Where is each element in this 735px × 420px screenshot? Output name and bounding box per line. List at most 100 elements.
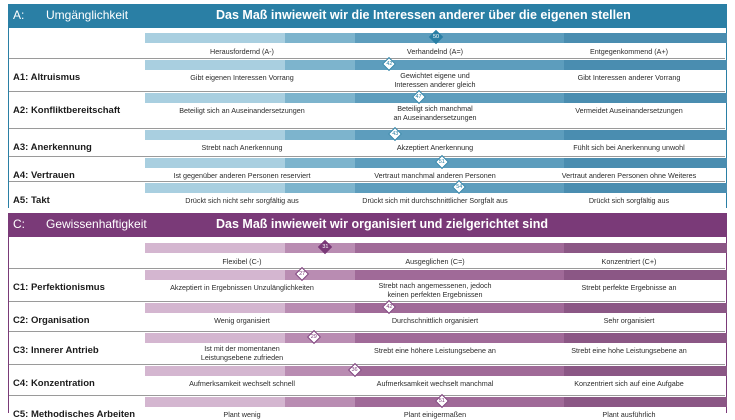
section_c-row-bar-segment <box>284 397 355 407</box>
section_c-row-bar-segment <box>354 397 565 407</box>
section_c-row-label: C4: Konzentration <box>13 378 95 389</box>
section_a-overall-bar-segment <box>145 33 285 43</box>
section_a-row-label: A3: Anerkennung <box>13 142 92 153</box>
section_a-row-label: A2: Konfliktbereitschaft <box>13 105 121 116</box>
section-a-header: A: Umgänglichkeit Das Maß inwieweit wir … <box>8 4 727 28</box>
section_a-row-bar-segment <box>564 183 727 193</box>
section_c-row-low-text: Akzeptiert in Ergebnissen Unzulänglichke… <box>170 283 314 292</box>
section_c-row-score-marker: 51 <box>434 393 449 409</box>
section_a-row-separator <box>9 181 725 182</box>
section_a-row-bar-segment <box>145 60 285 70</box>
section_a-row-low-text: Ist gegenüber anderen Personen reservier… <box>173 171 311 180</box>
section_c-row-label: C1: Perfektionismus <box>13 282 105 293</box>
section_a-row-score-marker-value: 51 <box>438 159 445 165</box>
section_a-overall-bar-segment <box>564 33 727 43</box>
section_c-scale-label: Flexibel (C-) <box>222 257 262 266</box>
section_c-row-bar-segment <box>564 333 727 343</box>
section_c-row-bar-segment <box>145 270 285 280</box>
section_c-row-separator <box>9 395 725 396</box>
section-c-frame <box>8 213 727 413</box>
section_a-scale-label: Entgegenkommend (A+) <box>589 47 669 56</box>
section_c-row-bar <box>145 366 727 376</box>
section_c-row-score-marker: 42 <box>382 299 397 315</box>
section_a-overall-bar <box>145 33 727 43</box>
section_c-row-bar-segment <box>564 270 727 280</box>
section_a-row-bar <box>145 130 727 140</box>
section_c-row-bar-segment <box>145 366 285 376</box>
section_a-row-score-marker: 54 <box>452 179 467 195</box>
section_a-row-separator <box>9 58 725 59</box>
section_c-row-score-marker-value: 36 <box>351 367 358 373</box>
section_c-row-mid-text: Strebt eine höhere Leistungsebene an <box>374 346 496 355</box>
section_c-row-bar-segment <box>145 333 285 343</box>
section_a-row-bar-segment <box>284 183 355 193</box>
section_a-row-high-text: Gibt Interessen anderer Vorrang <box>577 73 681 82</box>
section_c-row-bar-segment <box>145 303 285 313</box>
section_a-row-separator <box>9 128 725 129</box>
section_c-row-bar-segment <box>145 397 285 407</box>
section_a-row-label: A5: Takt <box>13 195 50 206</box>
section_c-row-bar-segment <box>354 303 565 313</box>
section_c-row-high-text: Strebt perfekte Ergebnisse an <box>581 283 677 292</box>
section_a-overall-bar-segment <box>354 33 565 43</box>
section_a-row-bar-segment <box>284 158 355 168</box>
section_a-row-bar-segment <box>354 130 565 140</box>
section_c-row-high-text: Strebt eine hohe Leistungsebene an <box>571 346 687 355</box>
section_c-row-bar-segment <box>564 303 727 313</box>
section_c-row-mid-text: Aufmerksamkeit wechselt manchmal <box>376 379 494 388</box>
section_a-overall-score-marker: 50 <box>428 29 444 45</box>
section_c-row-bar <box>145 333 727 343</box>
section_c-row-score-marker-value: 51 <box>438 398 445 404</box>
section_c-row-low-text: Plant wenig <box>223 410 261 419</box>
section_a-row-score-marker: 51 <box>434 154 449 170</box>
section_c-row-mid-text: Durchschnittlich organisiert <box>391 316 479 325</box>
section_c-overall-bar-segment <box>354 243 565 253</box>
section_c-row-mid-text: Plant einigermaßen <box>403 410 467 419</box>
section_c-row-bar-segment <box>284 366 355 376</box>
section_c-overall-bar-segment <box>145 243 285 253</box>
section_a-row-bar-segment <box>354 60 565 70</box>
section_c-row-label: C5: Methodisches Arbeiten <box>13 409 136 420</box>
section_c-row-high-text: Plant ausführlich <box>602 410 656 419</box>
section_a-row-low-text: Beteiligt sich an Auseinandersetzungen <box>179 106 305 115</box>
section-a-frame <box>8 4 727 208</box>
section_c-row-bar-segment <box>284 270 355 280</box>
section_c-scale-label: Ausgeglichen (C=) <box>405 257 465 266</box>
section-a-description: Das Maß inwieweit wir die Interessen and… <box>216 8 631 22</box>
section_c-row-score-marker-value: 42 <box>386 304 393 310</box>
section_a-row-score-marker: 43 <box>388 126 403 142</box>
section_a-row-bar-segment <box>145 130 285 140</box>
section_c-row-bar-segment <box>354 270 565 280</box>
section_a-row-bar-segment <box>145 158 285 168</box>
section_a-row-bar-segment <box>564 93 727 103</box>
section_c-overall-score-marker-value: 31 <box>322 244 329 250</box>
section_c-row-bar-segment <box>284 303 355 313</box>
section_a-row-low-text: Strebt nach Anerkennung <box>201 143 283 152</box>
section_a-row-low-text: Gibt eigenen Interessen Vorrang <box>190 73 294 82</box>
section_a-row-high-text: Drückt sich sorgfältig aus <box>588 196 670 205</box>
section_a-row-bar-segment <box>145 93 285 103</box>
section_c-row-label: C3: Innerer Antrieb <box>13 345 99 356</box>
section_a-row-bar <box>145 183 727 193</box>
section_c-row-bar-segment <box>564 366 727 376</box>
section_c-row-separator <box>9 364 725 365</box>
section_c-row-bar <box>145 397 727 407</box>
section_a-row-bar-segment <box>564 158 727 168</box>
section_c-row-score-marker: 36 <box>347 362 362 378</box>
section_a-row-score-marker: 42 <box>382 56 397 72</box>
section_c-row-bar-segment <box>354 333 565 343</box>
section_c-row-separator <box>9 268 725 269</box>
section_a-row-label: A1: Altruismus <box>13 72 81 83</box>
section_a-row-bar <box>145 60 727 70</box>
section_a-row-bar-segment <box>145 183 285 193</box>
section_a-row-high-text: Vertraut anderen Personen ohne Weiteres <box>561 171 697 180</box>
section_a-row-score-marker-value: 47 <box>415 94 422 100</box>
section_c-row-high-text: Konzentriert sich auf eine Aufgabe <box>574 379 684 388</box>
section_a-row-high-text: Fühlt sich bei Anerkennung unwohl <box>573 143 685 152</box>
section_c-row-low-text: Aufmerksamkeit wechselt schnell <box>189 379 295 388</box>
section_a-row-mid-text: Vertraut manchmal anderen Personen <box>374 171 496 180</box>
